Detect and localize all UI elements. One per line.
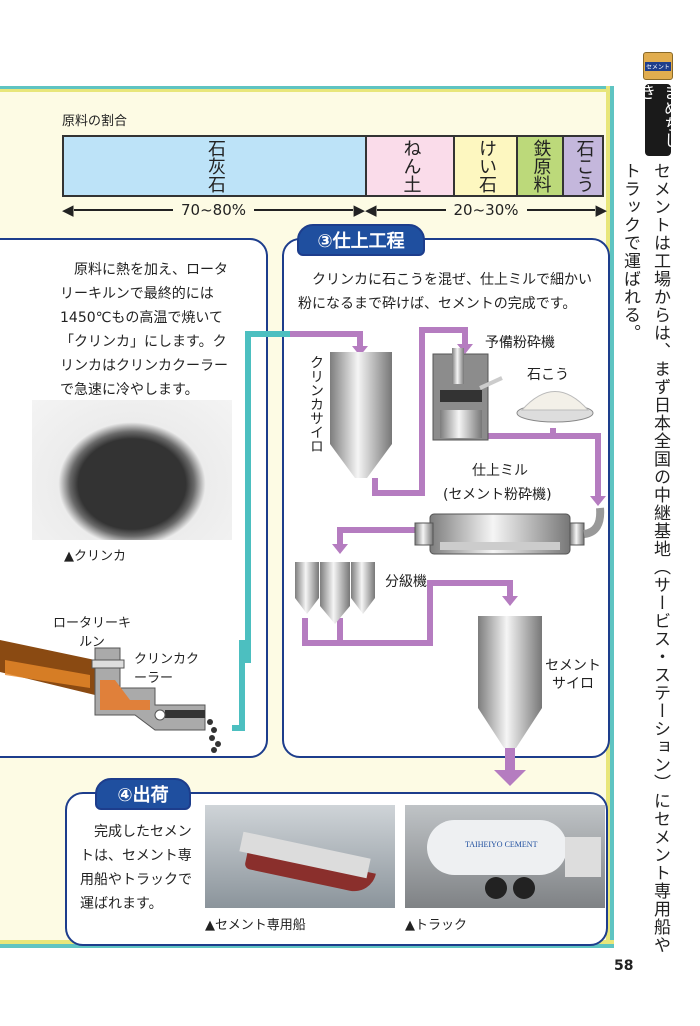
classifier	[295, 562, 375, 624]
label-cement-silo: セメントサイロ	[545, 658, 601, 692]
ratio-title: 原料の割合	[62, 114, 128, 129]
range-arrow-main: ◀70~80%▶	[62, 201, 365, 219]
label-clinker-cooler: クリンカクーラー	[134, 652, 200, 686]
ship-photo	[205, 805, 395, 908]
cement-icon-label: セメント	[645, 61, 671, 71]
label-finish-mill-sub: (セメント粉砕機)	[443, 487, 552, 503]
purple-pipe-3	[337, 527, 415, 546]
finishing-text: クリンカに石こうを混ぜ、仕上ミルで細かい粉になるまで砕けば、セメントの完成です。	[298, 272, 592, 312]
top-border	[0, 86, 614, 92]
segment-silica: けい石	[455, 137, 518, 195]
range-main: 70~80%	[173, 201, 254, 219]
ratio-bar: 石灰石 ねん土 けい石 鉄原料 石こう	[62, 135, 604, 197]
truck-caption: ▲トラック	[405, 918, 467, 933]
segment-iron: 鉄原料	[518, 137, 564, 195]
finishing-tab: ③仕上工程	[297, 224, 425, 256]
segment-gypsum: 石こう	[564, 137, 602, 195]
right-border	[606, 86, 614, 948]
label-clinker-silo: クリンカサイロ	[308, 355, 324, 453]
label-pre-crusher: 予備粉砕機	[485, 335, 555, 351]
page-number: 58	[614, 958, 634, 974]
truck-photo: TAIHEIYO CEMENT	[405, 805, 605, 908]
sidebar-text: セメントは工場からは、まず日本全国の中継基地（サービス・ステーション）にセメント…	[620, 162, 670, 954]
purple-pipe-2	[482, 433, 601, 498]
label-classifier: 分級機	[385, 574, 427, 590]
kiln-illustration	[0, 640, 245, 753]
shipping-text: 完成したセメントは、セメント専用船やトラックで運ばれます。	[80, 824, 192, 912]
process-diagram	[245, 327, 606, 786]
teal-pipe	[232, 640, 245, 731]
cement-silo	[478, 616, 542, 708]
purple-pipe-4	[302, 580, 513, 646]
sidebar-heading: まめちしき	[637, 84, 680, 156]
range-other: 20~30%	[445, 201, 527, 219]
purple-pipe-1	[372, 327, 468, 496]
label-rotary-kiln: ロータリーキルン	[52, 616, 131, 650]
clinker-silo	[330, 352, 392, 444]
segment-limestone: 石灰石	[64, 137, 367, 195]
label-gypsum: 石こう	[527, 367, 569, 383]
down-arrow	[494, 770, 526, 786]
kiln-text: 原料に熱を加え、ロータリーキルンで最終的には1450℃もの高温で焼いて「クリンカ…	[60, 262, 228, 398]
shipping-tab: ④出荷	[95, 778, 191, 810]
ship-caption: ▲セメント専用船	[205, 918, 306, 933]
finishing-section	[282, 238, 610, 758]
clinker-caption: ▲クリンカ	[64, 549, 126, 564]
label-finish-mill: 仕上ミル	[472, 463, 528, 479]
segment-clay: ねん土	[367, 137, 455, 195]
range-arrow-other: ◀20~30%▶	[365, 201, 607, 219]
truck-logo: TAIHEIYO CEMENT	[465, 840, 538, 849]
cement-bag-icon: セメント	[643, 52, 673, 80]
clinker-photo	[32, 400, 232, 540]
